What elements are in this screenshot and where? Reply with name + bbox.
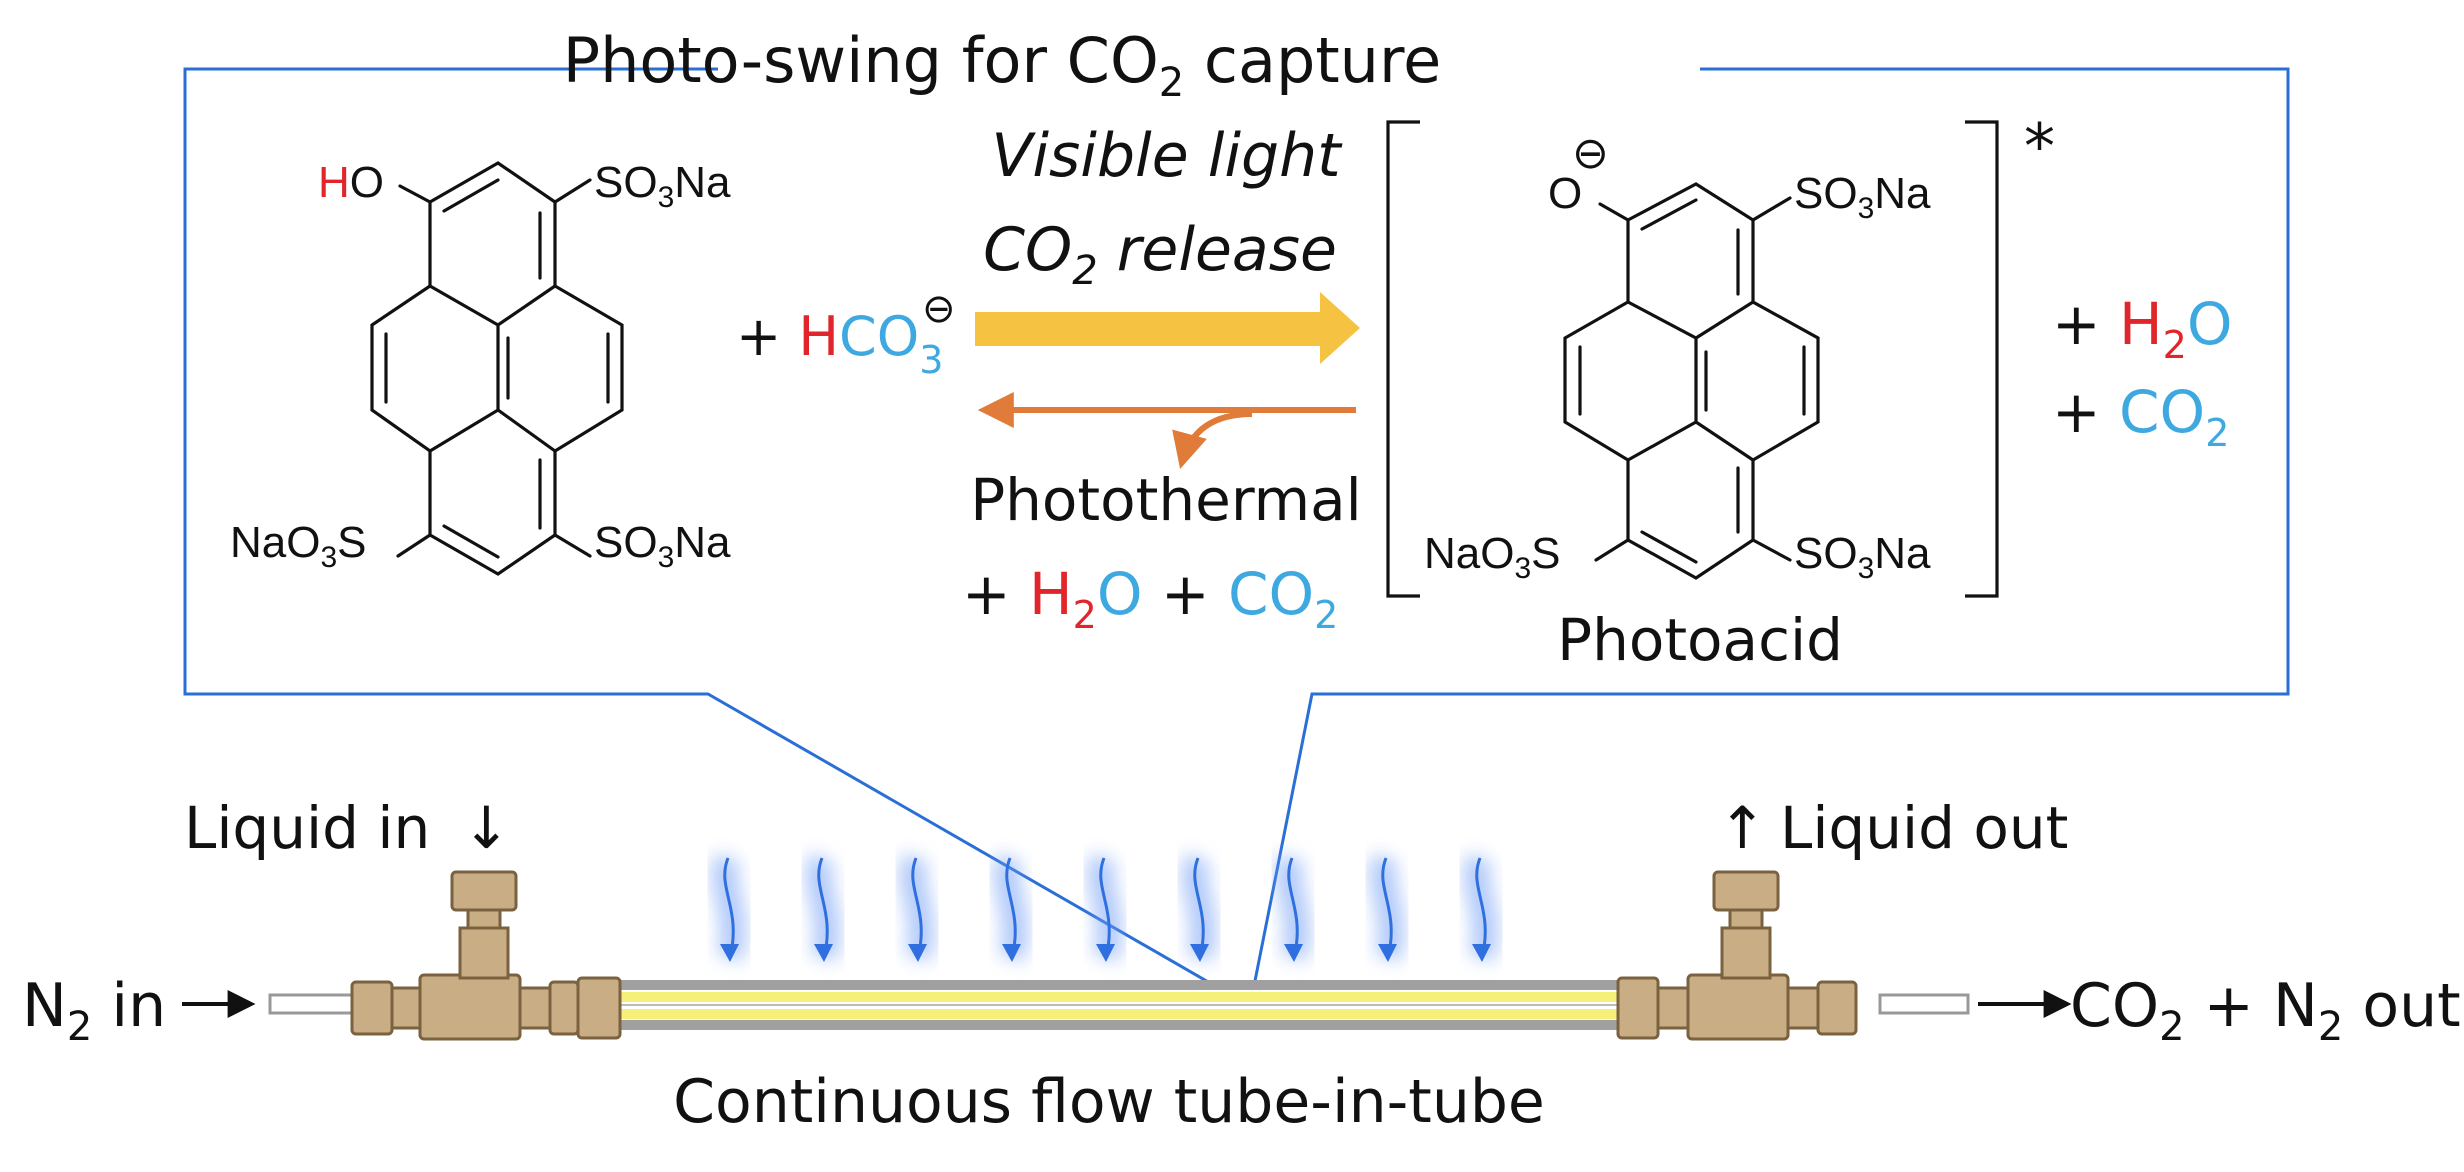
left-tee-fitting — [350, 870, 622, 1041]
side-product-water: + H2O — [2052, 290, 2233, 367]
light-ray — [1193, 857, 1205, 959]
sulfonate-bottom-left: NaO3S — [230, 518, 367, 574]
n2-in-label: N2 in — [22, 971, 166, 1050]
phenolate-oxygen: O — [1548, 169, 1582, 218]
light-ray — [817, 857, 829, 959]
product-molecule: O ⊖ SO3Na NaO3S SO3Na — [1424, 129, 1931, 585]
light-ray-arrowhead — [1190, 944, 1209, 962]
visible-light-rays — [711, 853, 1499, 962]
side-product-co2: + CO2 — [2052, 378, 2229, 455]
bicarbonate-ion: + HCO3 — [736, 305, 943, 382]
sulfonate-bottom-right: SO3Na — [594, 518, 731, 574]
reverse-curve-arrow — [1172, 411, 1253, 469]
light-ray-arrowhead — [908, 944, 927, 962]
light-ray-arrowhead — [1096, 944, 1115, 962]
forward-arrow — [975, 292, 1360, 364]
hydroxyl-group: HO — [318, 158, 384, 207]
outlet-tube — [1878, 993, 1970, 1015]
liquid-out-label: Liquid out — [1780, 794, 2068, 862]
liquid-in-arrow: ↓ — [462, 794, 511, 862]
photoacid-caption: Photoacid — [1557, 606, 1843, 674]
phenolate-charge: ⊖ — [1572, 129, 1609, 178]
product-sulfonate-bottom-left: NaO3S — [1424, 529, 1561, 585]
reverse-products: + H2O + CO2 — [962, 560, 1338, 637]
light-ray-arrowhead — [814, 944, 833, 962]
reverse-label: Photothermal — [970, 466, 1362, 534]
forward-label-line1: Visible light — [991, 121, 1343, 191]
inlet-tube — [268, 993, 357, 1015]
panel-border — [183, 67, 2290, 1009]
light-ray-arrowhead — [720, 944, 739, 962]
product-sulfonate-top-right: SO3Na — [1794, 169, 1931, 225]
reactant-molecule: HO SO3Na NaO3S SO3Na — [230, 158, 731, 576]
light-ray — [1287, 857, 1299, 959]
forward-label-line2: CO2 release — [983, 215, 1337, 294]
light-ray — [911, 857, 923, 959]
sulfonate-top-right: SO3Na — [594, 158, 731, 214]
bicarbonate-charge: ⊖ — [922, 286, 956, 332]
right-tee-fitting — [1616, 870, 1858, 1041]
light-ray — [1475, 857, 1487, 959]
light-ray — [1005, 857, 1017, 959]
excited-state-mark: * — [2024, 110, 2055, 183]
liquid-in-label: Liquid in — [184, 794, 430, 862]
light-ray-arrowhead — [1284, 944, 1303, 962]
gas-out-label: CO2 + N2 out — [2070, 971, 2461, 1050]
light-ray-arrowhead — [1378, 944, 1397, 962]
apparatus-caption: Continuous flow tube-in-tube — [673, 1067, 1545, 1137]
light-ray — [1381, 857, 1393, 959]
light-ray-arrowhead — [1002, 944, 1021, 962]
product-sulfonate-bottom-right: SO3Na — [1794, 529, 1931, 585]
tube-in-tube — [620, 980, 1620, 1030]
liquid-out-arrow: ↑ — [1718, 794, 1767, 862]
light-ray-arrowhead — [1472, 944, 1491, 962]
panel-title: Photo-swing for CO2 capture — [563, 24, 1442, 106]
light-ray — [723, 857, 735, 959]
product-bracket — [1386, 120, 1999, 598]
light-ray — [1099, 857, 1111, 959]
